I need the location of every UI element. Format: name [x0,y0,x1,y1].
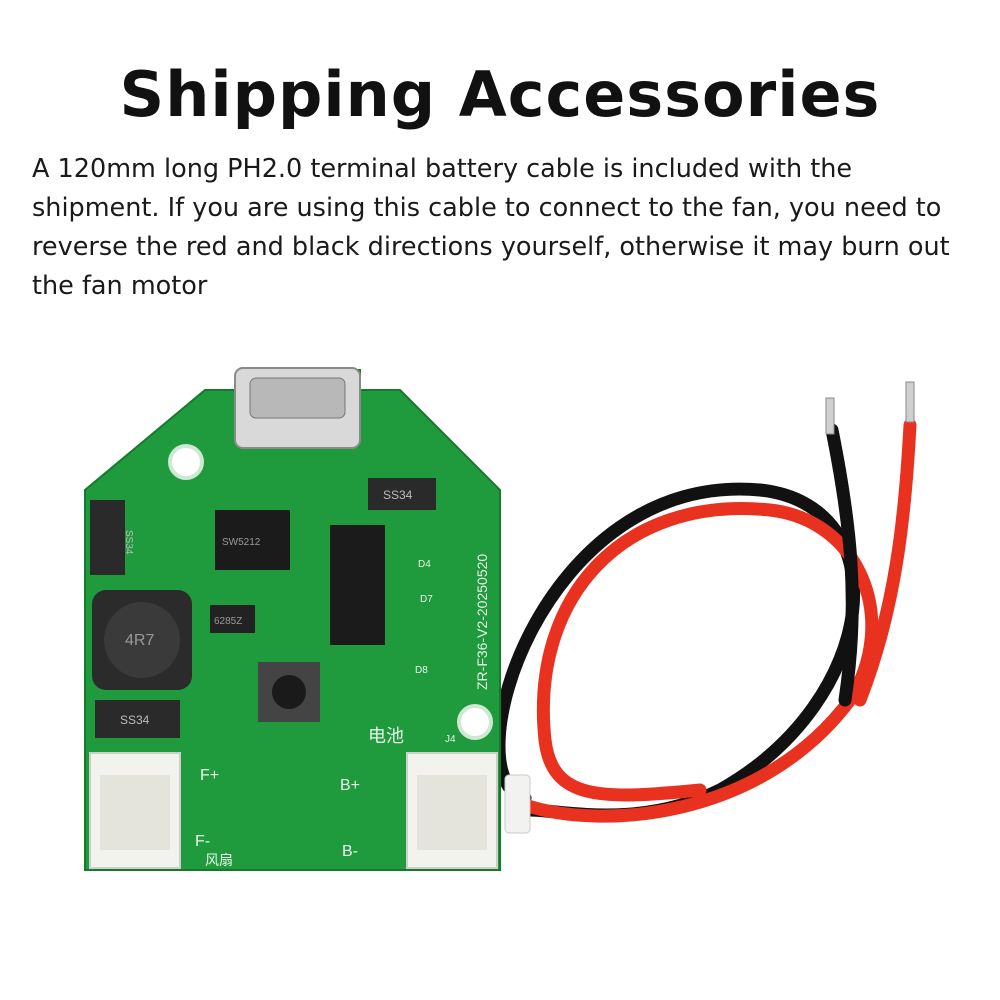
svg-text:SS34: SS34 [123,530,134,555]
description-text: A 120mm long PH2.0 terminal battery cabl… [32,154,950,301]
svg-text:SS34: SS34 [383,488,413,502]
svg-text:J4: J4 [445,734,456,745]
svg-text:D8: D8 [415,665,428,676]
silkscreen-labels: ZR-F36-V2-20250520 电池 风扇 F+ F- B+ B- D4 … [195,554,490,869]
svg-text:ZR-F36-V2-20250520: ZR-F36-V2-20250520 [474,554,490,690]
pcb-components: SW5212 SS34 SS34 SS34 4R7 6285Z [90,478,436,738]
svg-text:6285Z: 6285Z [214,616,242,627]
svg-text:D4: D4 [418,559,431,570]
svg-text:风扇: 风扇 [205,853,233,869]
svg-text:F+: F+ [200,767,219,784]
product-photo: SW5212 SS34 SS34 SS34 4R7 6285Z ZR-F36-V… [84,367,917,871]
svg-text:B-: B- [342,843,358,860]
svg-text:SS34: SS34 [120,713,150,727]
jst-connectors [89,752,498,869]
svg-text:F-: F- [195,833,210,850]
usb-c-port [234,367,361,449]
svg-text:D7: D7 [420,594,433,605]
svg-text:电池: 电池 [368,726,404,747]
page-title: Shipping Accessories [119,58,881,131]
svg-text:B+: B+ [340,777,360,794]
svg-text:4R7: 4R7 [125,632,154,649]
battery-cable [492,381,917,834]
svg-text:SW5212: SW5212 [222,537,261,548]
